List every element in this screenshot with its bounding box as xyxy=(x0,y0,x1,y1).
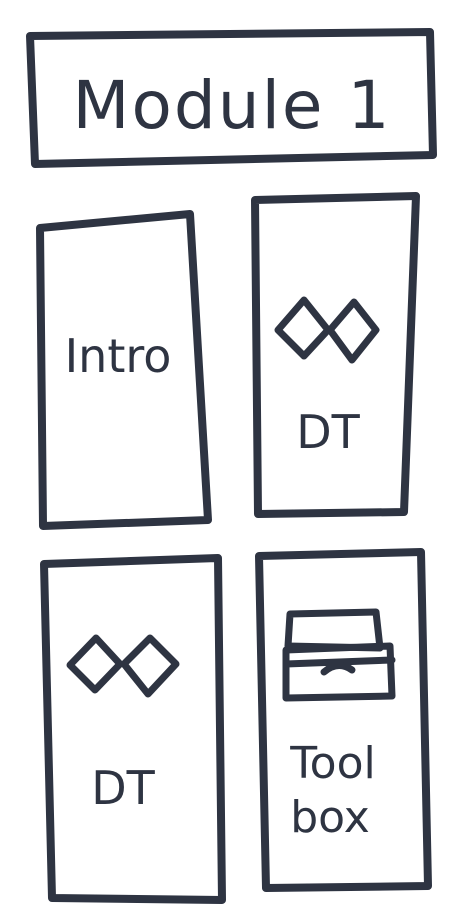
diamond-pair-icon xyxy=(66,634,180,698)
card-dt-bottom-label: DT xyxy=(91,761,155,815)
toolbox-icon xyxy=(282,608,396,702)
card-intro[interactable]: Intro xyxy=(36,210,212,530)
title-box[interactable]: Module 1 xyxy=(26,28,437,168)
card-dt-bottom[interactable]: DT xyxy=(40,554,226,904)
card-toolbox-label-line1: Tool xyxy=(289,738,375,789)
diamond-pair-icon xyxy=(274,296,380,364)
module-title: Module 1 xyxy=(73,67,392,144)
card-toolbox-label-line2: box xyxy=(290,792,370,843)
card-dt-top-label: DT xyxy=(296,405,360,459)
card-toolbox[interactable]: Tool box xyxy=(255,548,432,892)
card-dt-top[interactable]: DT xyxy=(251,192,420,518)
card-intro-label: Intro xyxy=(65,329,172,383)
